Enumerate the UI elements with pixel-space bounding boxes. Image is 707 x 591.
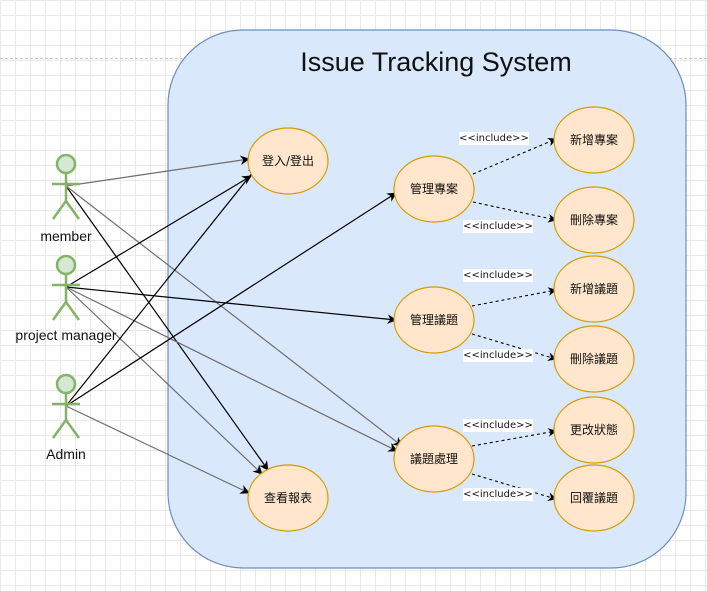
association-pm-handle[interactable]	[65, 286, 398, 452]
use-case-handle-issue[interactable]: 議題處理	[393, 425, 475, 493]
actor-project-manager[interactable]: project manager	[15, 254, 117, 343]
include-label: <<include>>	[463, 270, 533, 281]
use-case-manage-issues-label: 管理議題	[410, 312, 458, 327]
use-case-delete-issue-label: 刪除議題	[570, 351, 618, 366]
actor-label-project-manager: project manager	[15, 327, 117, 343]
association-lines	[65, 155, 403, 494]
use-case-handle-issue-label: 議題處理	[410, 452, 458, 466]
use-case-view-report-shape	[247, 464, 329, 532]
use-case-delete-issue[interactable]: 刪除議題	[553, 325, 635, 393]
association-pm-missue[interactable]	[65, 286, 397, 324]
use-case-add-project-label: 新增專案	[570, 132, 618, 147]
use-case-login-logout-shape	[247, 127, 329, 195]
include-label: <<include>>	[463, 420, 533, 431]
association-pm-report[interactable]	[65, 286, 263, 475]
actor-project-manager-head	[55, 254, 77, 276]
actor-admin-head	[55, 373, 77, 395]
actor-member-body	[51, 173, 81, 220]
use-case-add-project[interactable]: 新增專案	[553, 106, 635, 174]
actor-project-manager-body	[51, 274, 81, 321]
include-lines: <<include>> <<include>> <<include>> <<inclu…	[459, 132, 557, 501]
include-handle-status[interactable]	[471, 428, 557, 447]
include-handle-reply[interactable]	[471, 473, 557, 501]
include-mproj-delproj[interactable]	[472, 201, 557, 223]
use-case-change-status[interactable]: 更改狀態	[553, 396, 635, 464]
include-label-bg	[463, 220, 533, 233]
actor-admin-body	[51, 393, 81, 439]
actor-admin[interactable]: Admin	[46, 373, 86, 462]
include-label-bg	[463, 349, 533, 362]
use-case-login-logout[interactable]: 登入/登出	[247, 127, 329, 195]
include-label-bg	[463, 269, 533, 282]
use-case-login-logout-label: 登入/登出	[262, 153, 314, 168]
use-case-manage-projects-label: 管理專案	[410, 181, 458, 196]
actor-member[interactable]: member	[40, 153, 92, 244]
use-case-view-report[interactable]: 查看報表	[247, 464, 329, 532]
association-pm-login[interactable]	[65, 175, 252, 288]
use-case-manage-projects-shape	[393, 155, 475, 223]
association-admin-mproj[interactable]	[65, 192, 397, 407]
use-case-delete-project[interactable]: 刪除專案	[553, 186, 635, 254]
actor-label-admin: Admin	[46, 446, 86, 462]
use-case-delete-issue-shape	[553, 325, 635, 393]
use-case-add-issue[interactable]: 新增議題	[553, 255, 635, 323]
use-case-add-project-shape	[553, 106, 635, 174]
use-case-reply-issue-label: 回覆議題	[570, 491, 618, 505]
use-case-manage-issues[interactable]: 管理議題	[393, 286, 475, 354]
use-case-manage-issues-shape	[393, 286, 475, 354]
association-member-report[interactable]	[65, 185, 269, 471]
use-case-change-status-shape	[553, 396, 635, 464]
include-label: <<include>>	[463, 350, 533, 361]
use-case-reply-issue[interactable]: 回覆議題	[553, 464, 635, 532]
use-case-change-status-label: 更改狀態	[570, 422, 618, 437]
use-case-view-report-label: 查看報表	[264, 491, 312, 505]
include-label-bg	[463, 488, 533, 501]
use-case-manage-projects[interactable]: 管理專案	[393, 155, 475, 223]
use-case-handle-issue-shape	[393, 425, 475, 493]
actor-member-head	[55, 153, 77, 175]
use-case-delete-project-shape	[553, 186, 635, 254]
include-label: <<include>>	[459, 133, 529, 144]
include-label: <<include>>	[463, 221, 533, 232]
association-admin-login[interactable]	[65, 166, 258, 407]
association-admin-report[interactable]	[65, 405, 250, 494]
use-case-add-issue-label: 新增議題	[570, 281, 618, 296]
association-member-login[interactable]	[65, 155, 250, 187]
include-label-bg	[459, 132, 529, 145]
include-missue-addissue[interactable]	[471, 287, 557, 307]
system-title: Issue Tracking System	[300, 47, 572, 77]
use-case-delete-project-label: 刪除專案	[570, 212, 618, 227]
association-member-handle[interactable]	[65, 185, 403, 447]
use-case-reply-issue-shape	[553, 464, 635, 532]
include-label: <<include>>	[463, 489, 533, 500]
use-case-add-issue-shape	[553, 255, 635, 323]
include-missue-delissue[interactable]	[471, 333, 557, 361]
include-label-bg	[463, 419, 533, 432]
actor-label-member: member	[40, 228, 92, 244]
